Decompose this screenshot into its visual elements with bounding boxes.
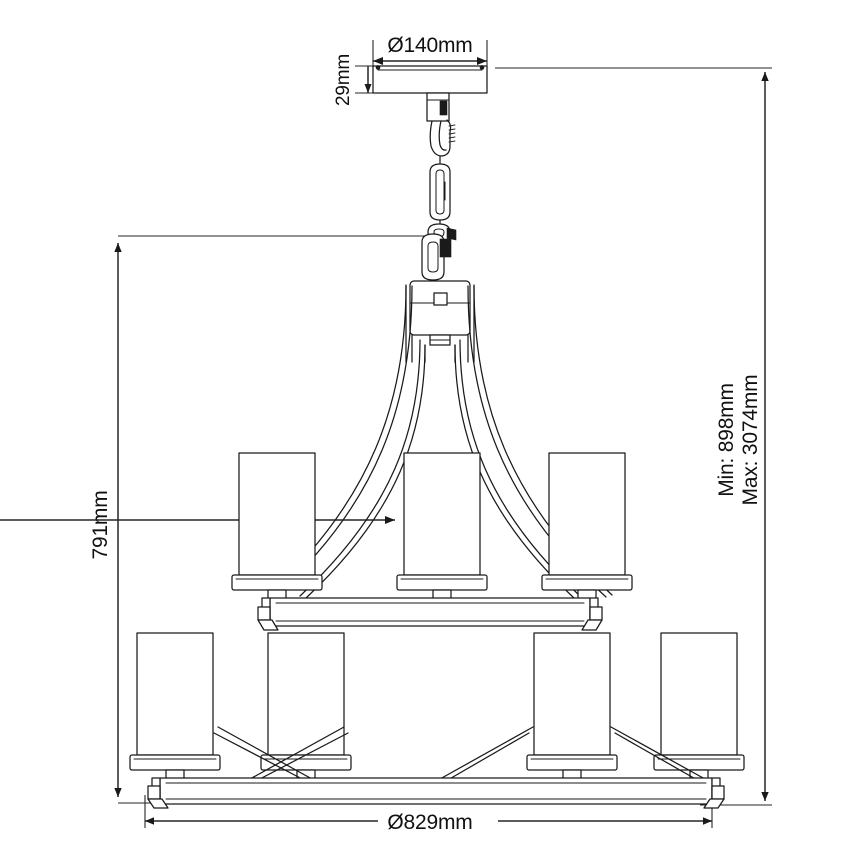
lower-tier-shade-4 bbox=[653, 632, 745, 780]
drop-min-label: Min: 898mm bbox=[715, 383, 738, 497]
canopy-diameter-label: Ø140mm bbox=[387, 34, 472, 57]
lower-horizontal-frame-bar bbox=[147, 777, 725, 809]
dimension-canopy-diameter: Ø140mm bbox=[372, 34, 488, 68]
dimension-drop-range: Min: 898mm Max: 3074mm bbox=[495, 67, 772, 806]
ceiling-canopy-plate bbox=[372, 65, 488, 94]
suspension-hook bbox=[426, 92, 456, 169]
lower-tier-shade-1 bbox=[129, 632, 221, 780]
upper-tier-shade-left bbox=[231, 452, 323, 600]
lower-tier-shade-2 bbox=[260, 632, 352, 780]
upper-tier-shade-right bbox=[541, 452, 633, 600]
upper-tier-shade-center bbox=[396, 452, 488, 600]
dimension-overall-diameter: Ø829mm bbox=[144, 795, 713, 834]
drop-max-label: Max: 3074mm bbox=[739, 375, 762, 506]
central-body-housing bbox=[409, 280, 471, 346]
fixture-height-label: 791mm bbox=[89, 490, 112, 559]
suspension-chain bbox=[421, 163, 457, 284]
dimension-fixture-height: 791mm bbox=[0, 235, 430, 804]
lower-diagonal-braces bbox=[213, 726, 706, 782]
dimension-canopy-height: 29mm bbox=[333, 54, 378, 106]
upper-horizontal-frame-bar bbox=[257, 597, 603, 631]
overall-diameter-label: Ø829mm bbox=[387, 811, 472, 834]
lower-tier-shade-3 bbox=[526, 632, 618, 780]
canopy-height-label: 29mm bbox=[333, 54, 354, 106]
